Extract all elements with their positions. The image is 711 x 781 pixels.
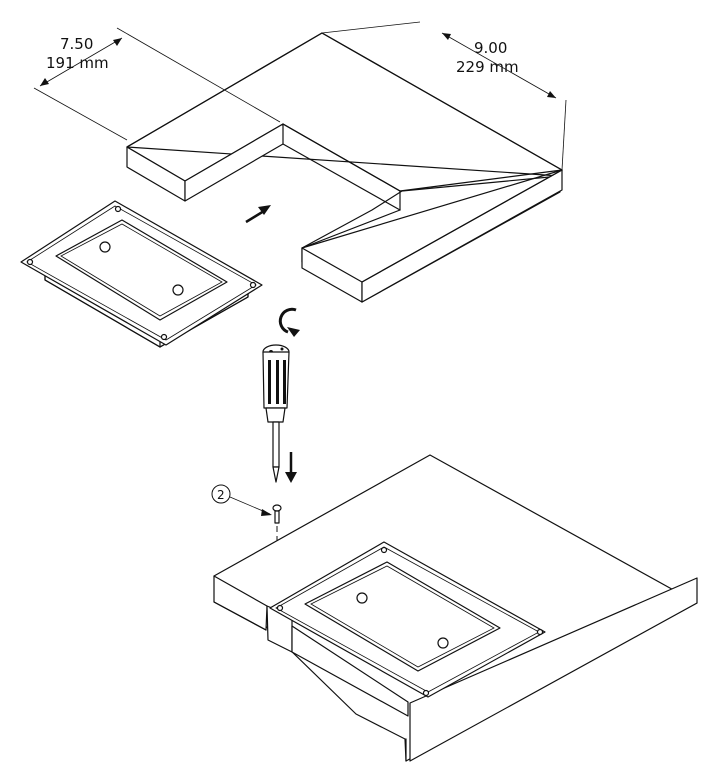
bezel-mounted xyxy=(269,541,546,698)
dimension-width: 7.50 191 mm xyxy=(33,27,281,141)
cutout-template xyxy=(126,32,563,303)
bezel-loose xyxy=(20,200,263,348)
width-inches: 7.50 xyxy=(60,35,93,53)
down-arrow-icon xyxy=(285,452,297,483)
width-mm: 191 mm xyxy=(46,54,109,72)
depth-inches: 9.00 xyxy=(474,39,507,57)
rotate-clockwise-icon xyxy=(278,307,300,337)
callout-number: 2 xyxy=(217,488,225,502)
screwdriver xyxy=(262,344,290,483)
dimension-depth: 9.00 229 mm xyxy=(321,21,567,171)
callout-2: 2 xyxy=(211,484,272,516)
depth-mm: 229 mm xyxy=(456,58,519,76)
arrow-icon xyxy=(245,205,271,224)
